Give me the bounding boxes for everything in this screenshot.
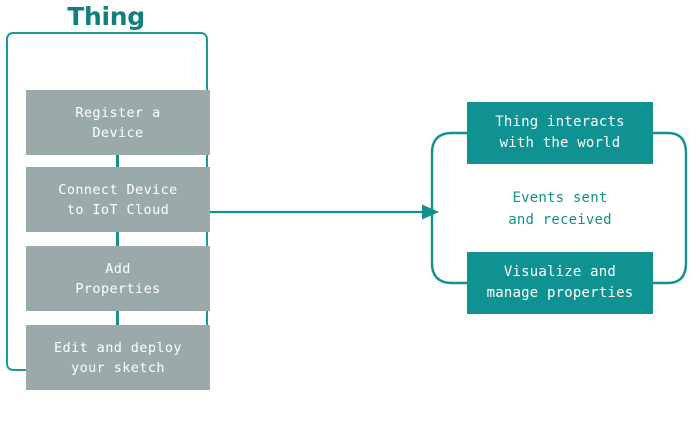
page-title: Thing [67,2,145,31]
step-connector-3 [116,311,119,325]
step-connector-1 [116,155,119,167]
flow-arrow-right-icon [210,204,439,220]
step-connector-2 [116,232,119,246]
